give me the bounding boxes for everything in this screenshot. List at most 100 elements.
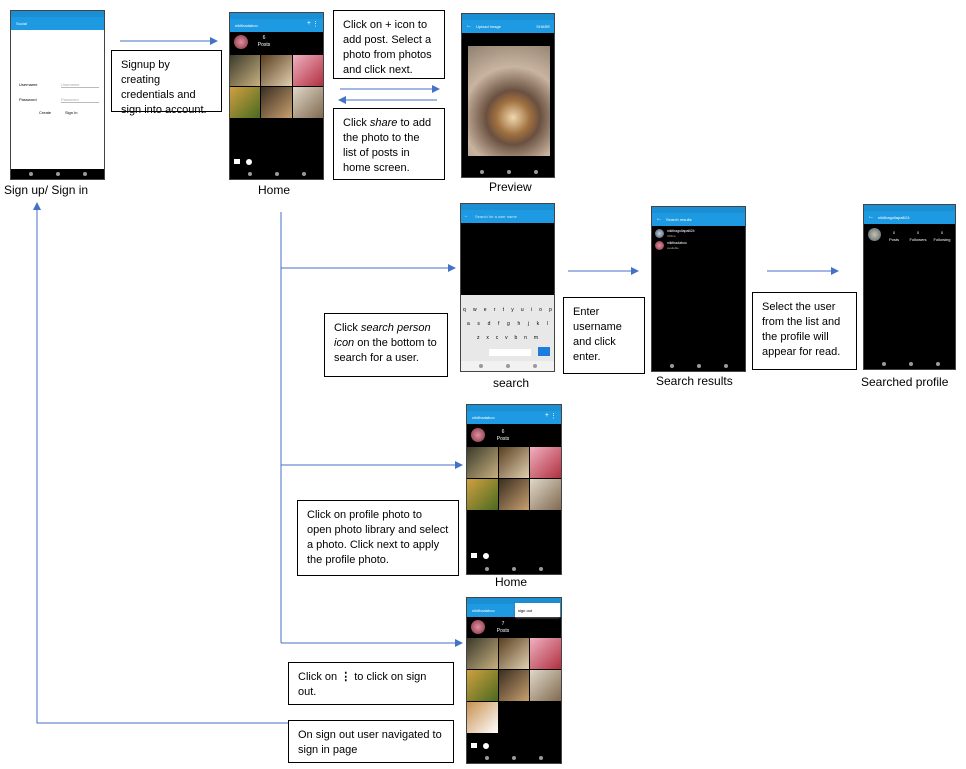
key[interactable]: u [520,307,524,313]
signup-screen: Social Username Username Password Passwo… [10,10,105,180]
key[interactable]: w [472,307,477,313]
result-item[interactable]: nikithadaboo available [655,241,742,251]
result-name: nikithagullapalli24 [667,229,695,233]
upload-screen: Upload Image ← SHARE [461,13,555,178]
note-add-post: Click on + icon to add post. Select a ph… [333,10,445,79]
post-grid [230,55,323,118]
key[interactable]: s [477,321,480,327]
key[interactable]: h [517,321,521,327]
key[interactable]: o [539,307,542,313]
android-nav-bar [467,564,561,574]
key[interactable]: a [467,321,470,327]
post-thumbnail[interactable] [467,702,498,733]
username-field[interactable]: Username [61,82,99,88]
result-item[interactable]: nikithagullapalli24 Offline [655,229,742,239]
android-nav-bar [230,169,323,179]
key[interactable]: k [536,321,540,327]
key[interactable]: e [483,307,487,313]
result-status: available [667,246,679,250]
posts-count: 6 Posts [257,35,271,48]
result-avatar [655,241,664,250]
username-label: Username [19,82,38,87]
post-thumbnail[interactable] [230,87,261,118]
profile-back-icon[interactable]: ← [868,214,874,220]
profile-avatar[interactable] [471,620,485,634]
search-person-icon[interactable] [246,159,252,165]
post-thumbnail[interactable] [530,447,561,478]
note-sign-out: Click on ⋮ to click on sign out. [288,662,454,705]
key[interactable]: z [477,335,480,341]
post-thumbnail[interactable] [467,447,498,478]
search-person-icon[interactable] [483,743,489,749]
android-nav-bar [652,361,745,371]
post-thumbnail[interactable] [230,55,261,86]
home-icon[interactable] [234,159,240,164]
post-thumbnail[interactable] [498,638,530,669]
add-post-icon[interactable]: + [544,412,549,419]
upload-title: Upload Image [462,20,554,33]
post-thumbnail[interactable] [467,479,498,510]
overflow-menu-icon: ⋮ [340,671,352,683]
create-button[interactable]: Create [39,110,52,115]
key[interactable]: n [524,335,527,341]
post-thumbnail[interactable] [467,638,498,669]
key[interactable]: r [493,307,496,313]
key[interactable]: v [505,335,508,341]
key[interactable]: x [486,335,489,341]
image-preview [468,46,550,156]
home-screen-menu: nikithadaboo sign out 7 Posts [466,597,562,764]
post-thumbnail[interactable] [498,447,530,478]
post-thumbnail[interactable] [261,87,292,118]
add-post-icon[interactable]: + [306,20,311,27]
overflow-menu-icon[interactable]: ⋮ [550,413,557,420]
key[interactable]: j [527,321,529,327]
space-bar[interactable] [489,349,531,356]
post-thumbnail[interactable] [467,670,498,701]
signin-button[interactable]: Sign In [65,110,78,115]
post-thumbnail[interactable] [261,55,292,86]
post-thumbnail[interactable] [292,87,323,118]
post-thumbnail[interactable] [498,479,530,510]
key[interactable]: f [497,321,500,327]
key[interactable]: t [502,307,504,313]
sign-out-menu-item[interactable]: sign out [518,608,533,613]
results-back-icon[interactable]: ← [656,216,662,222]
key[interactable]: b [514,335,518,341]
android-nav-bar [11,169,104,179]
android-nav-bar [462,167,554,177]
enter-key[interactable] [538,347,550,356]
key[interactable]: q [463,307,466,313]
arrow-signout-to-signin [33,202,453,724]
key[interactable]: l [546,321,548,327]
key[interactable]: i [530,307,532,313]
home-title: nikithadaboo [230,19,323,32]
search-person-icon[interactable] [483,553,489,559]
back-arrow-icon[interactable]: ← [466,23,472,29]
key[interactable]: g [507,321,510,327]
post-thumbnail[interactable] [530,638,561,669]
caption-search-results: Search results [656,374,733,388]
key[interactable]: c [495,335,499,341]
search-field[interactable]: Search for a user name [461,210,554,223]
home-icon[interactable] [471,743,477,748]
password-field[interactable]: Password [61,97,99,103]
profile-avatar[interactable] [234,35,248,49]
results-title: Search results [652,213,745,226]
key[interactable]: d [487,321,491,327]
home-icon[interactable] [471,553,477,558]
profile-avatar[interactable] [471,428,485,442]
share-button[interactable]: SHARE [536,24,550,29]
overflow-menu-icon[interactable]: ⋮ [312,21,319,28]
key[interactable]: p [549,307,552,313]
key[interactable]: y [511,307,514,313]
key[interactable]: m [533,335,538,341]
note-share: Click share to add the photo to the list… [333,108,445,180]
post-thumbnail[interactable] [292,55,323,86]
post-thumbnail[interactable] [530,479,561,510]
post-thumbnail[interactable] [498,670,530,701]
post-thumbnail[interactable] [530,670,561,701]
search-back-icon[interactable]: ← [464,213,469,219]
caption-searched-profile: Searched profile [861,375,949,389]
